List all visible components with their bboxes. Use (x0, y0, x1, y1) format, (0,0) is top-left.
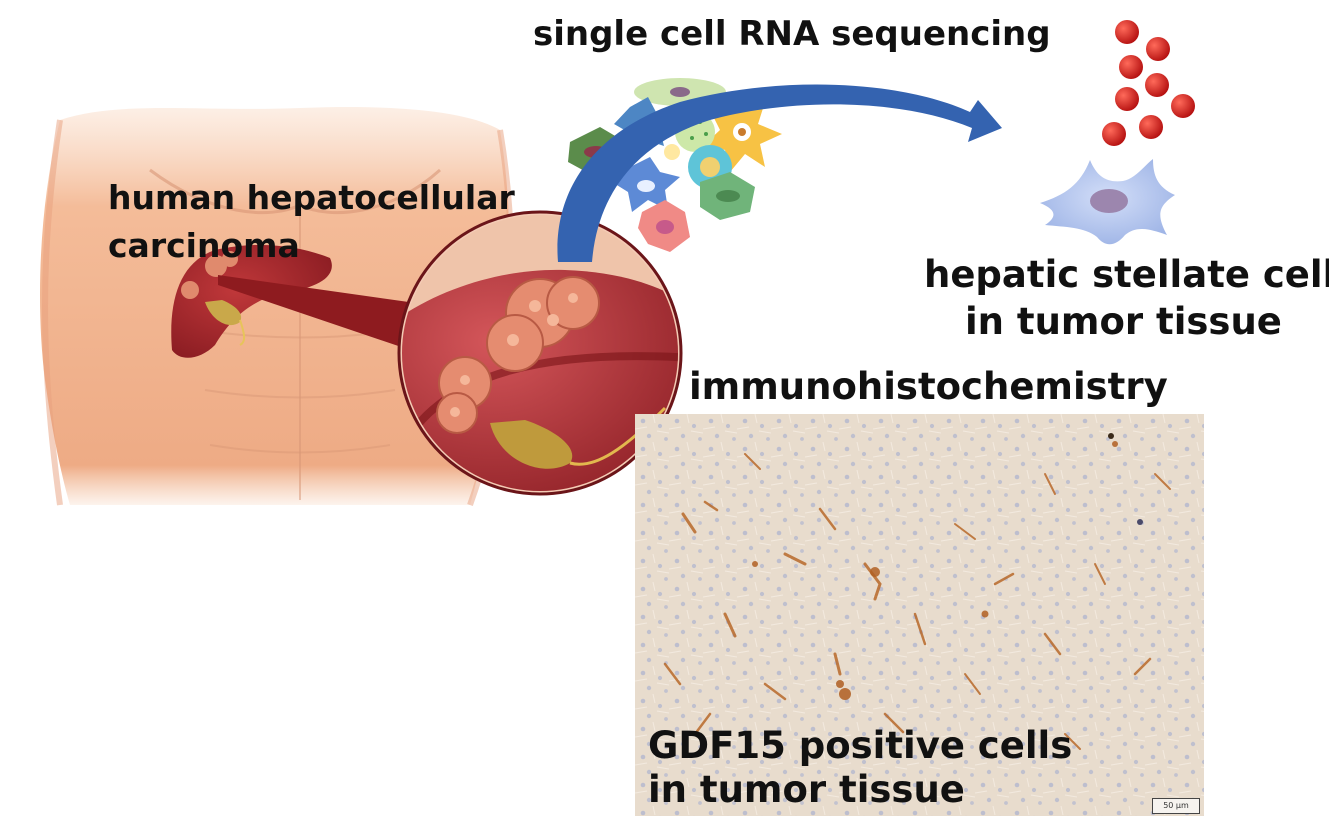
label-hsc-line2: in tumor tissue (965, 300, 1282, 343)
flow-arrow (557, 84, 1002, 262)
ihc-caption-line1: GDF15 positive cells (648, 724, 1073, 767)
human-torso-illustration (40, 106, 515, 507)
scale-bar: 50 μm (1152, 798, 1200, 814)
label-immunohistochemistry: immunohistochemistry (689, 365, 1168, 408)
ihc-caption-line2: in tumor tissue (648, 768, 965, 811)
magnified-liver-tumor (397, 210, 683, 496)
hepatic-stellate-cell-icon (1040, 159, 1175, 245)
label-hcc-line2: carcinoma (108, 226, 300, 265)
label-hsc-line1: hepatic stellate cell (924, 253, 1329, 296)
label-single-cell-rna-seq: single cell RNA sequencing (533, 14, 1051, 54)
ihc-micrograph (635, 414, 1204, 816)
secreted-gdf15-dots (1102, 20, 1195, 146)
label-hcc-line1: human hepatocellular (108, 178, 515, 217)
